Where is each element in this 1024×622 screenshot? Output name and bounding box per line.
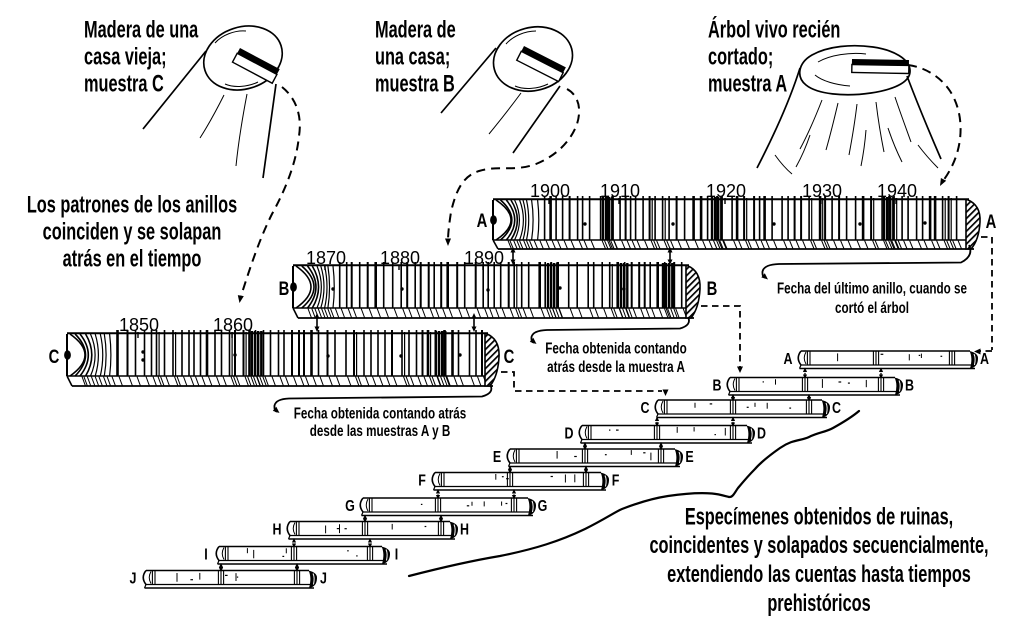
svg-text:extendiendo las cuentas hasta: extendiendo las cuentas hasta tiempos — [667, 561, 971, 588]
svg-text:Especímenes obtenidos de ruina: Especímenes obtenidos de ruinas, — [685, 503, 953, 530]
svg-text:Los patrones de los anillos: Los patrones de los anillos — [27, 191, 237, 218]
svg-text:A: A — [783, 351, 792, 369]
svg-text:A: A — [986, 211, 997, 232]
svg-text:C: C — [49, 346, 60, 367]
svg-text:C: C — [504, 346, 515, 367]
svg-text:casa vieja;: casa vieja; — [84, 43, 167, 70]
svg-text:D: D — [564, 425, 573, 443]
svg-text:E: E — [493, 449, 501, 467]
svg-text:muestra A: muestra A — [708, 70, 787, 97]
svg-text:atrás desde la muestra A: atrás desde la muestra A — [547, 357, 685, 375]
svg-text:H: H — [460, 521, 469, 539]
svg-text:cortado;: cortado; — [708, 43, 773, 70]
svg-text:Madera de: Madera de — [375, 16, 456, 43]
svg-text:I: I — [395, 546, 398, 564]
svg-text:A: A — [477, 210, 488, 231]
svg-text:coincidentes y solapados secue: coincidentes y solapados secuencialmente… — [649, 532, 988, 559]
svg-text:Fecha obtenida contando: Fecha obtenida contando — [545, 339, 686, 357]
svg-text:1910: 1910 — [600, 181, 640, 201]
svg-text:1880: 1880 — [380, 248, 420, 268]
svg-text:1890: 1890 — [464, 248, 504, 268]
svg-text:1860: 1860 — [213, 315, 253, 335]
svg-text:coinciden y se solapan: coinciden y se solapan — [43, 218, 222, 245]
svg-text:muestra C: muestra C — [84, 70, 164, 97]
svg-text:1920: 1920 — [706, 181, 746, 201]
svg-text:F: F — [612, 472, 620, 490]
svg-text:una casa;: una casa; — [375, 43, 450, 70]
svg-text:Fecha obtenida contando atrás: Fecha obtenida contando atrás — [294, 404, 467, 422]
svg-text:B: B — [712, 377, 721, 395]
svg-text:G: G — [538, 498, 548, 516]
svg-text:B: B — [905, 377, 914, 395]
svg-text:G: G — [345, 498, 355, 516]
svg-text:Madera de una: Madera de una — [84, 16, 199, 43]
svg-text:muestra B: muestra B — [375, 70, 455, 97]
svg-text:atrás en el tiempo: atrás en el tiempo — [63, 245, 202, 272]
svg-text:1870: 1870 — [306, 248, 346, 268]
svg-text:H: H — [272, 521, 281, 539]
svg-text:Árbol vivo recién: Árbol vivo recién — [708, 16, 840, 43]
svg-text:A: A — [980, 351, 989, 369]
svg-text:C: C — [640, 400, 649, 418]
svg-text:J: J — [130, 570, 137, 588]
svg-text:1900: 1900 — [530, 181, 570, 201]
svg-text:E: E — [685, 449, 693, 467]
svg-text:B: B — [279, 278, 290, 299]
svg-text:1850: 1850 — [119, 315, 159, 335]
svg-text:J: J — [320, 570, 327, 588]
svg-text:I: I — [204, 546, 207, 564]
svg-text:F: F — [418, 472, 426, 490]
svg-text:D: D — [757, 425, 766, 443]
svg-text:desde las muestras A y B: desde las muestras A y B — [310, 421, 451, 439]
svg-text:1930: 1930 — [802, 181, 842, 201]
svg-text:B: B — [707, 278, 718, 299]
svg-text:cortó el árbol: cortó el árbol — [835, 298, 909, 316]
svg-text:C: C — [832, 400, 841, 418]
svg-text:1940: 1940 — [877, 181, 917, 201]
svg-text:prehistóricos: prehistóricos — [767, 590, 870, 617]
svg-text:Fecha del último anillo, cuand: Fecha del último anillo, cuando se — [777, 279, 967, 297]
